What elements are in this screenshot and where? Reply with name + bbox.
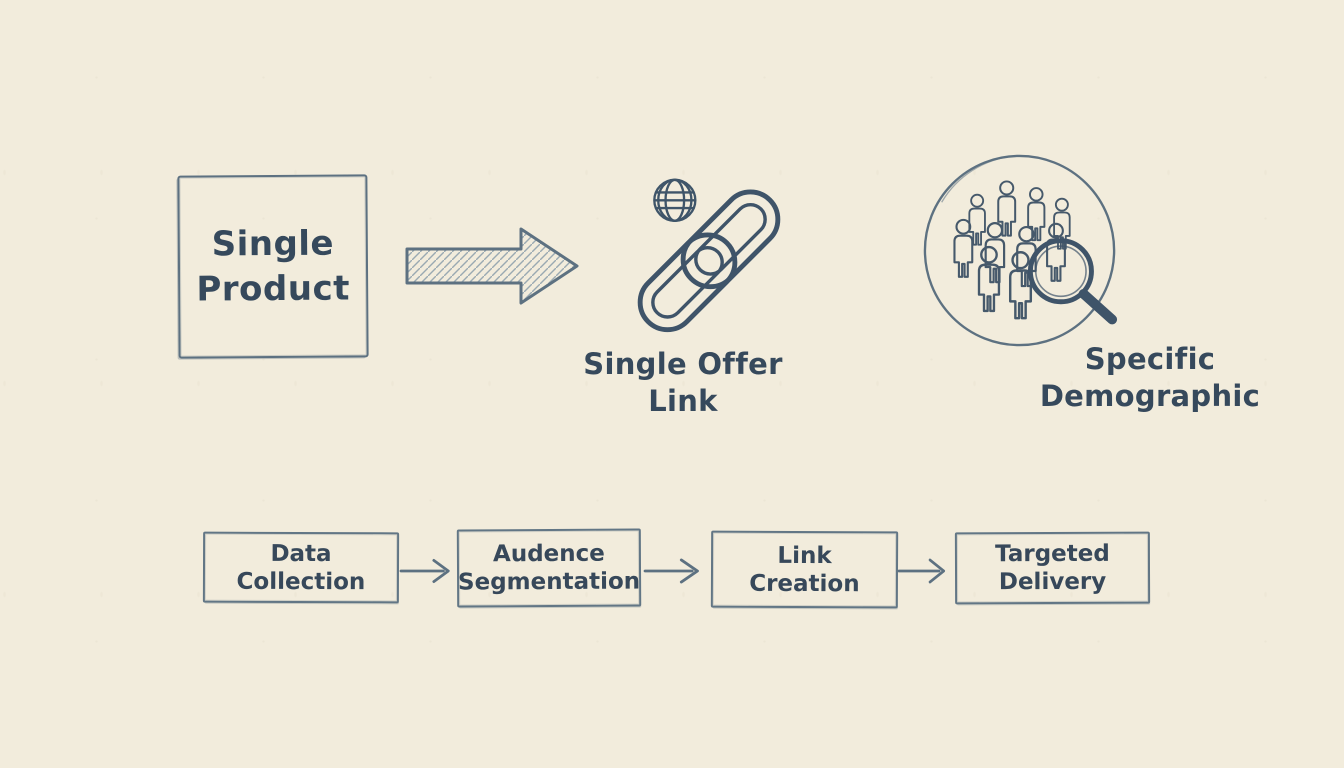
- demographic-line1: Specific: [1084, 342, 1216, 376]
- flow-step-link-creation: Link Creation: [710, 530, 899, 609]
- single-product-line2: Product: [196, 267, 351, 310]
- flow-step-label: Link Creation: [749, 542, 860, 597]
- arrow-right-icon: [643, 558, 699, 584]
- chain-link-icon: [637, 178, 781, 333]
- specific-demographic-label: Specific Demographic: [1032, 341, 1268, 415]
- arrow-right-icon: [897, 558, 946, 584]
- single-product-box: Single Product: [177, 174, 369, 359]
- single-product-line1: Single: [211, 223, 335, 264]
- flow-step-label: Audence Segmentation: [457, 540, 641, 596]
- magnifier-icon: [1027, 238, 1118, 325]
- demographic-circle-outline: [923, 154, 1116, 347]
- flow-step-targeted-delivery: Targeted Delivery: [954, 531, 1151, 605]
- block-arrow-icon: [405, 227, 579, 305]
- globe-icon: [653, 178, 697, 222]
- flow-step-data-collection: Data Collection: [202, 531, 400, 604]
- flow-step-audience-segmentation: Audence Segmentation: [456, 528, 642, 608]
- flow-step-label: Targeted Delivery: [995, 540, 1110, 596]
- single-product-label: Single Product: [196, 221, 350, 312]
- offer-line1: Single Offer: [583, 347, 783, 381]
- arrow-right-icon: [399, 559, 450, 583]
- demographic-line2: Demographic: [1039, 379, 1261, 413]
- single-offer-link-label: Single Offer Link: [575, 346, 791, 420]
- offer-line2: Link: [648, 384, 718, 418]
- crowd-icon: [923, 154, 1118, 347]
- flow-step-label: Data Collection: [236, 540, 366, 595]
